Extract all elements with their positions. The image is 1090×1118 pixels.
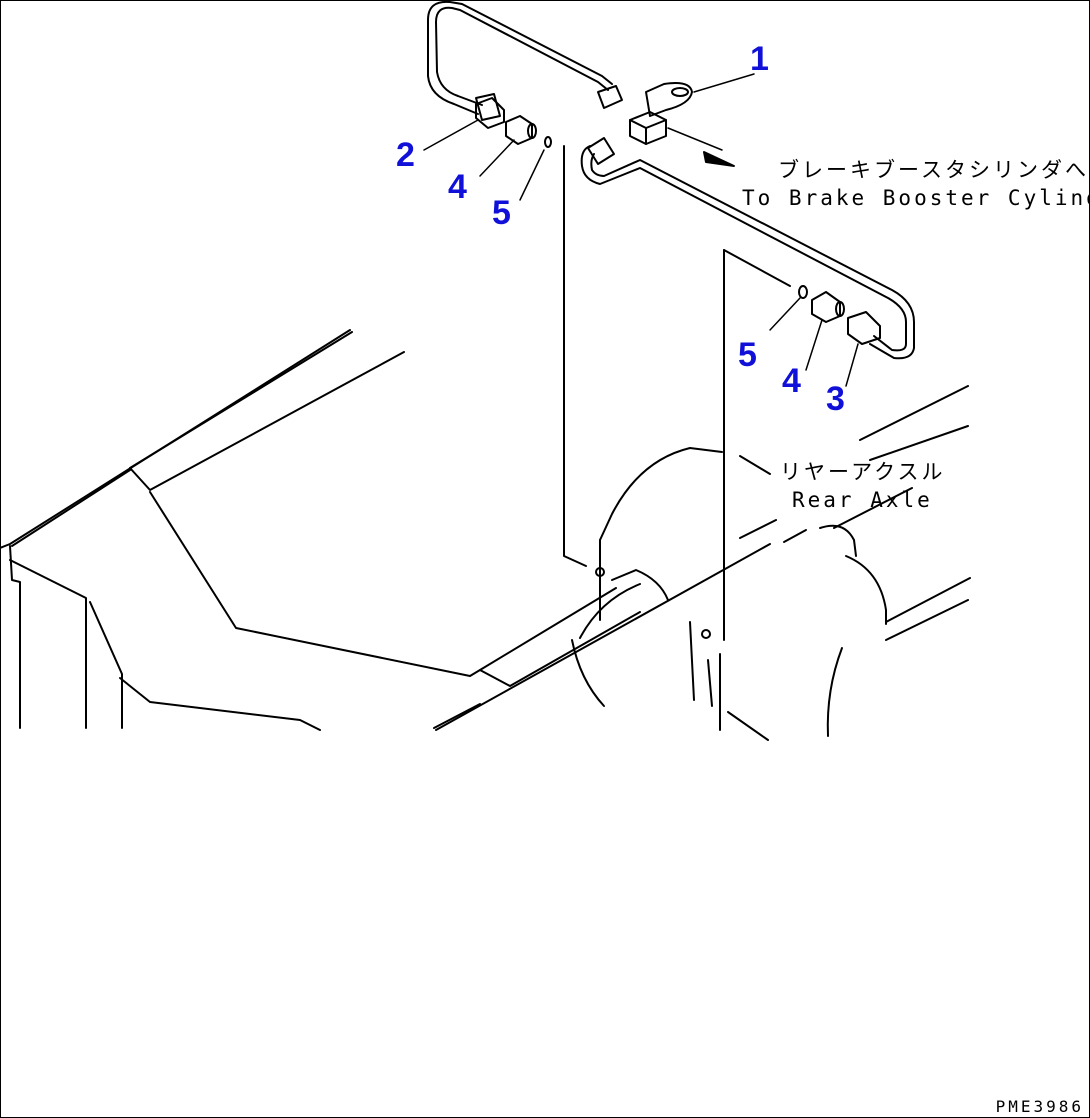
main-brake-tube [580, 137, 915, 360]
note-rear-axle-jp: リヤーアクスル [780, 460, 946, 484]
callout-3: 3 [826, 380, 845, 418]
frame-body-left [0, 329, 771, 731]
callout-1: 1 [750, 40, 769, 78]
note-brake-booster-jp: ブレーキブースタシリンダへ [778, 158, 1089, 182]
direction-arrow [703, 151, 735, 167]
clamp-part-1 [629, 82, 693, 145]
callout-4-upper: 4 [448, 168, 467, 206]
bracket-plate [563, 145, 791, 731]
axle-tube-right [727, 385, 971, 741]
note-brake-booster-en: To Brake Booster Cylinder [742, 186, 1090, 210]
callout-4-lower: 4 [782, 362, 801, 400]
o-ring-5-lower [798, 285, 808, 299]
callout-2: 2 [396, 136, 415, 174]
drawing-code: PME3986 [995, 1097, 1084, 1116]
fitting-4-upper [505, 115, 537, 145]
callout-5-upper: 5 [492, 194, 511, 232]
callout-leaders [423, 73, 859, 387]
fitting-3-lower [847, 311, 881, 345]
differential-housing [571, 447, 771, 707]
o-ring-5-upper [544, 136, 552, 148]
fitting-2-upper [475, 97, 505, 129]
upper-brake-tube [427, 0, 623, 121]
fitting-4-lower [811, 291, 845, 323]
note-rear-axle-en: Rear Axle [792, 488, 933, 512]
callout-5-lower: 5 [738, 336, 757, 374]
